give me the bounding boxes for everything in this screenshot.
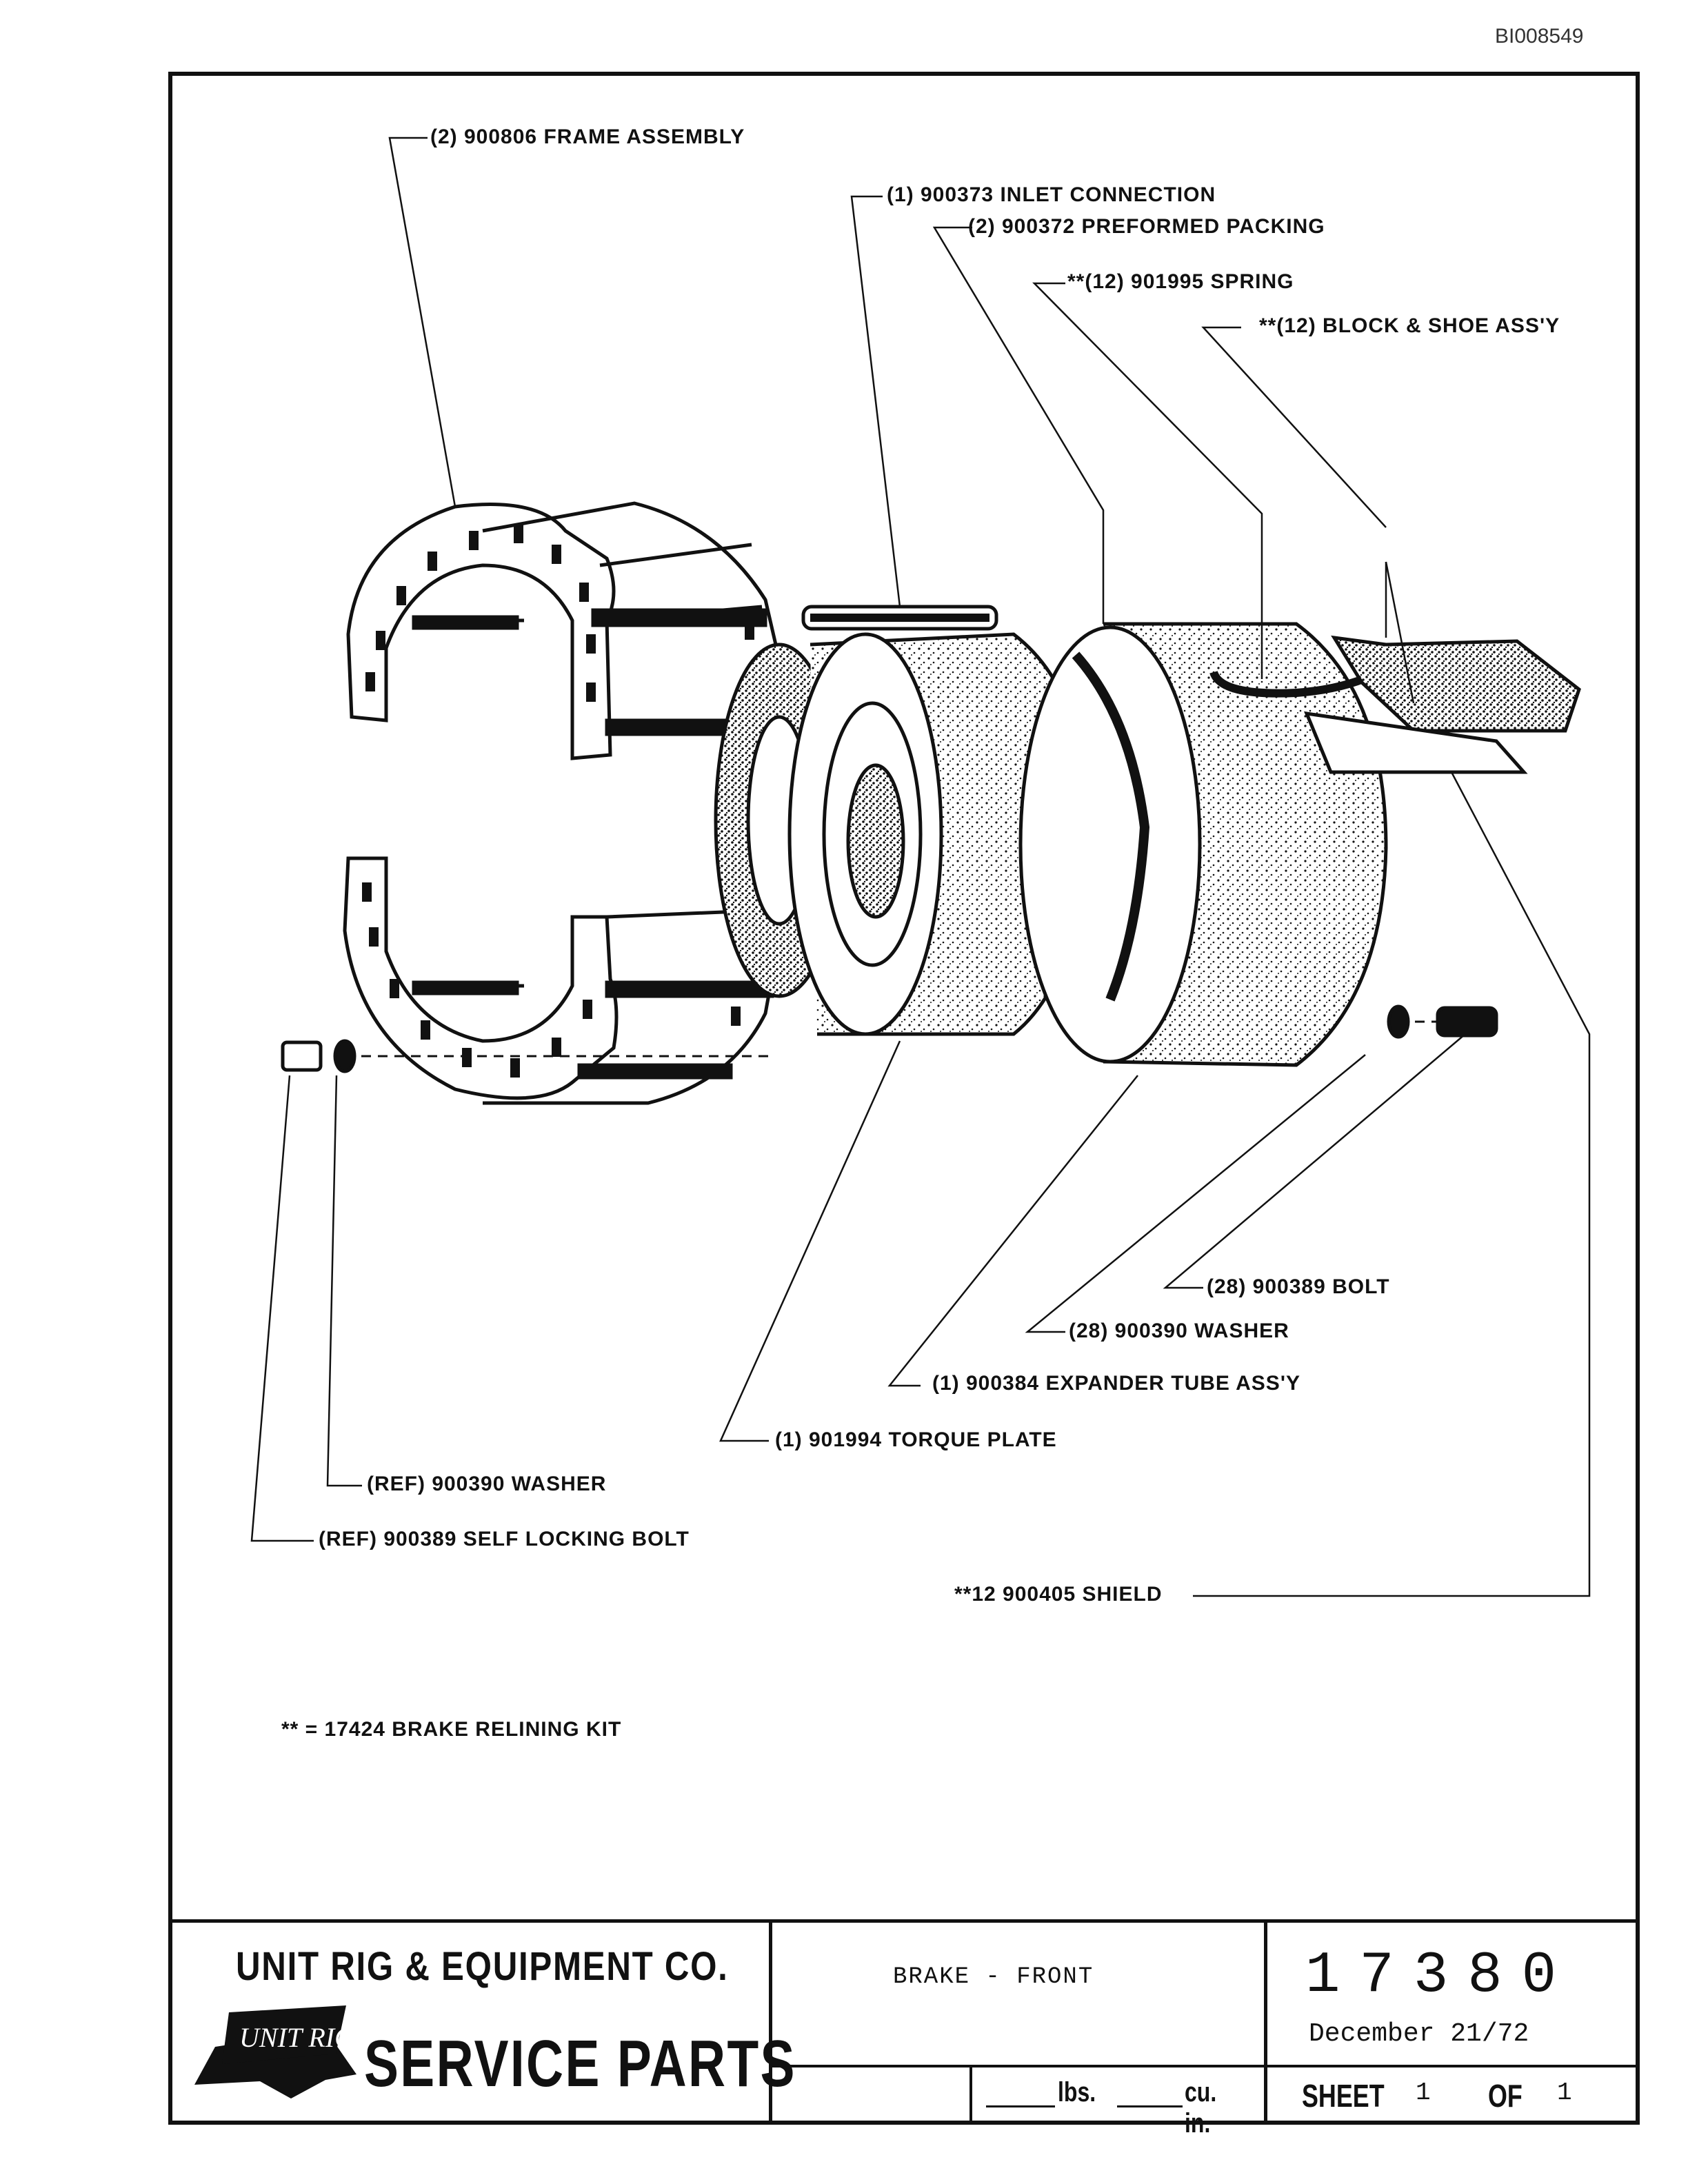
label-washer: (28) 900390 WASHER	[1069, 1320, 1289, 1342]
part-number-cell: 17380 December 21/72	[1267, 1923, 1636, 2067]
document-id: BI008549	[1495, 25, 1584, 48]
label-bolt: (28) 900389 BOLT	[1207, 1275, 1390, 1298]
drawing-border	[168, 72, 1640, 2125]
lbs-blank	[986, 2105, 1055, 2107]
description: BRAKE - FRONT	[893, 1964, 1094, 1990]
leader-lines	[250, 136, 1591, 1597]
sheet-total: 1	[1557, 2079, 1572, 2107]
title-block: UNIT RIG & EQUIPMENT CO. UNIT RIG SERVIC…	[172, 1919, 1636, 2138]
label-shield: **12 900405 SHIELD	[954, 1583, 1163, 1606]
cuin-label: cu. in.	[1185, 2077, 1217, 2138]
sheet-label: SHEET	[1302, 2078, 1385, 2114]
label-expander-tube: (1) 900384 EXPANDER TUBE ASS'Y	[932, 1372, 1300, 1395]
sheet-cell: SHEET 1 OF 1	[1267, 2067, 1636, 2121]
spring-part	[1209, 668, 1381, 698]
cuin-blank	[1117, 2105, 1183, 2107]
of-label: OF	[1488, 2078, 1523, 2114]
service-parts-heading: SERVICE PARTS	[364, 2027, 796, 2101]
label-ref-washer: (REF) 900390 WASHER	[367, 1473, 607, 1495]
description-cell: BRAKE - FRONT	[772, 1923, 1267, 2067]
lbs-label: lbs.	[1058, 2077, 1096, 2107]
kit-note: ** = 17424 BRAKE RELINING KIT	[281, 1718, 622, 1741]
blank-cell	[772, 2067, 972, 2121]
label-ref-bolt: (REF) 900389 SELF LOCKING BOLT	[319, 1528, 690, 1550]
frame-assembly-lower	[343, 856, 781, 1105]
label-torque-plate: (1) 901994 TORQUE PLATE	[775, 1428, 1057, 1451]
label-inlet-connection: (1) 900373 INLET CONNECTION	[887, 183, 1216, 206]
label-block-shoe: **(12) BLOCK & SHOE ASS'Y	[1259, 314, 1560, 337]
logo-text: UNIT RIG	[239, 2022, 354, 2053]
company-cell: UNIT RIG & EQUIPMENT CO. UNIT RIG SERVIC…	[172, 1923, 794, 2121]
frame-assembly-upper	[346, 501, 788, 765]
label-spring: **(12) 901995 SPRING	[1067, 270, 1294, 293]
brake-drum-housing	[787, 605, 1088, 1036]
label-preformed-packing: (2) 900372 PREFORMED PACKING	[968, 215, 1325, 238]
block-shoe-assembly	[1304, 635, 1581, 774]
part-number: 17380	[1305, 1943, 1576, 2009]
label-frame-assembly: (2) 900806 FRAME ASSEMBLY	[430, 125, 745, 148]
company-name: UNIT RIG & EQUIPMENT CO.	[236, 1944, 729, 1989]
sheet-number: 1	[1416, 2079, 1431, 2107]
unit-rig-logo: UNIT RIG	[194, 2005, 356, 2099]
bolt-washer-left	[281, 1039, 356, 1073]
weight-volume-cell: lbs. cu. in.	[972, 2067, 1267, 2138]
issue-date: December 21/72	[1309, 2019, 1529, 2049]
